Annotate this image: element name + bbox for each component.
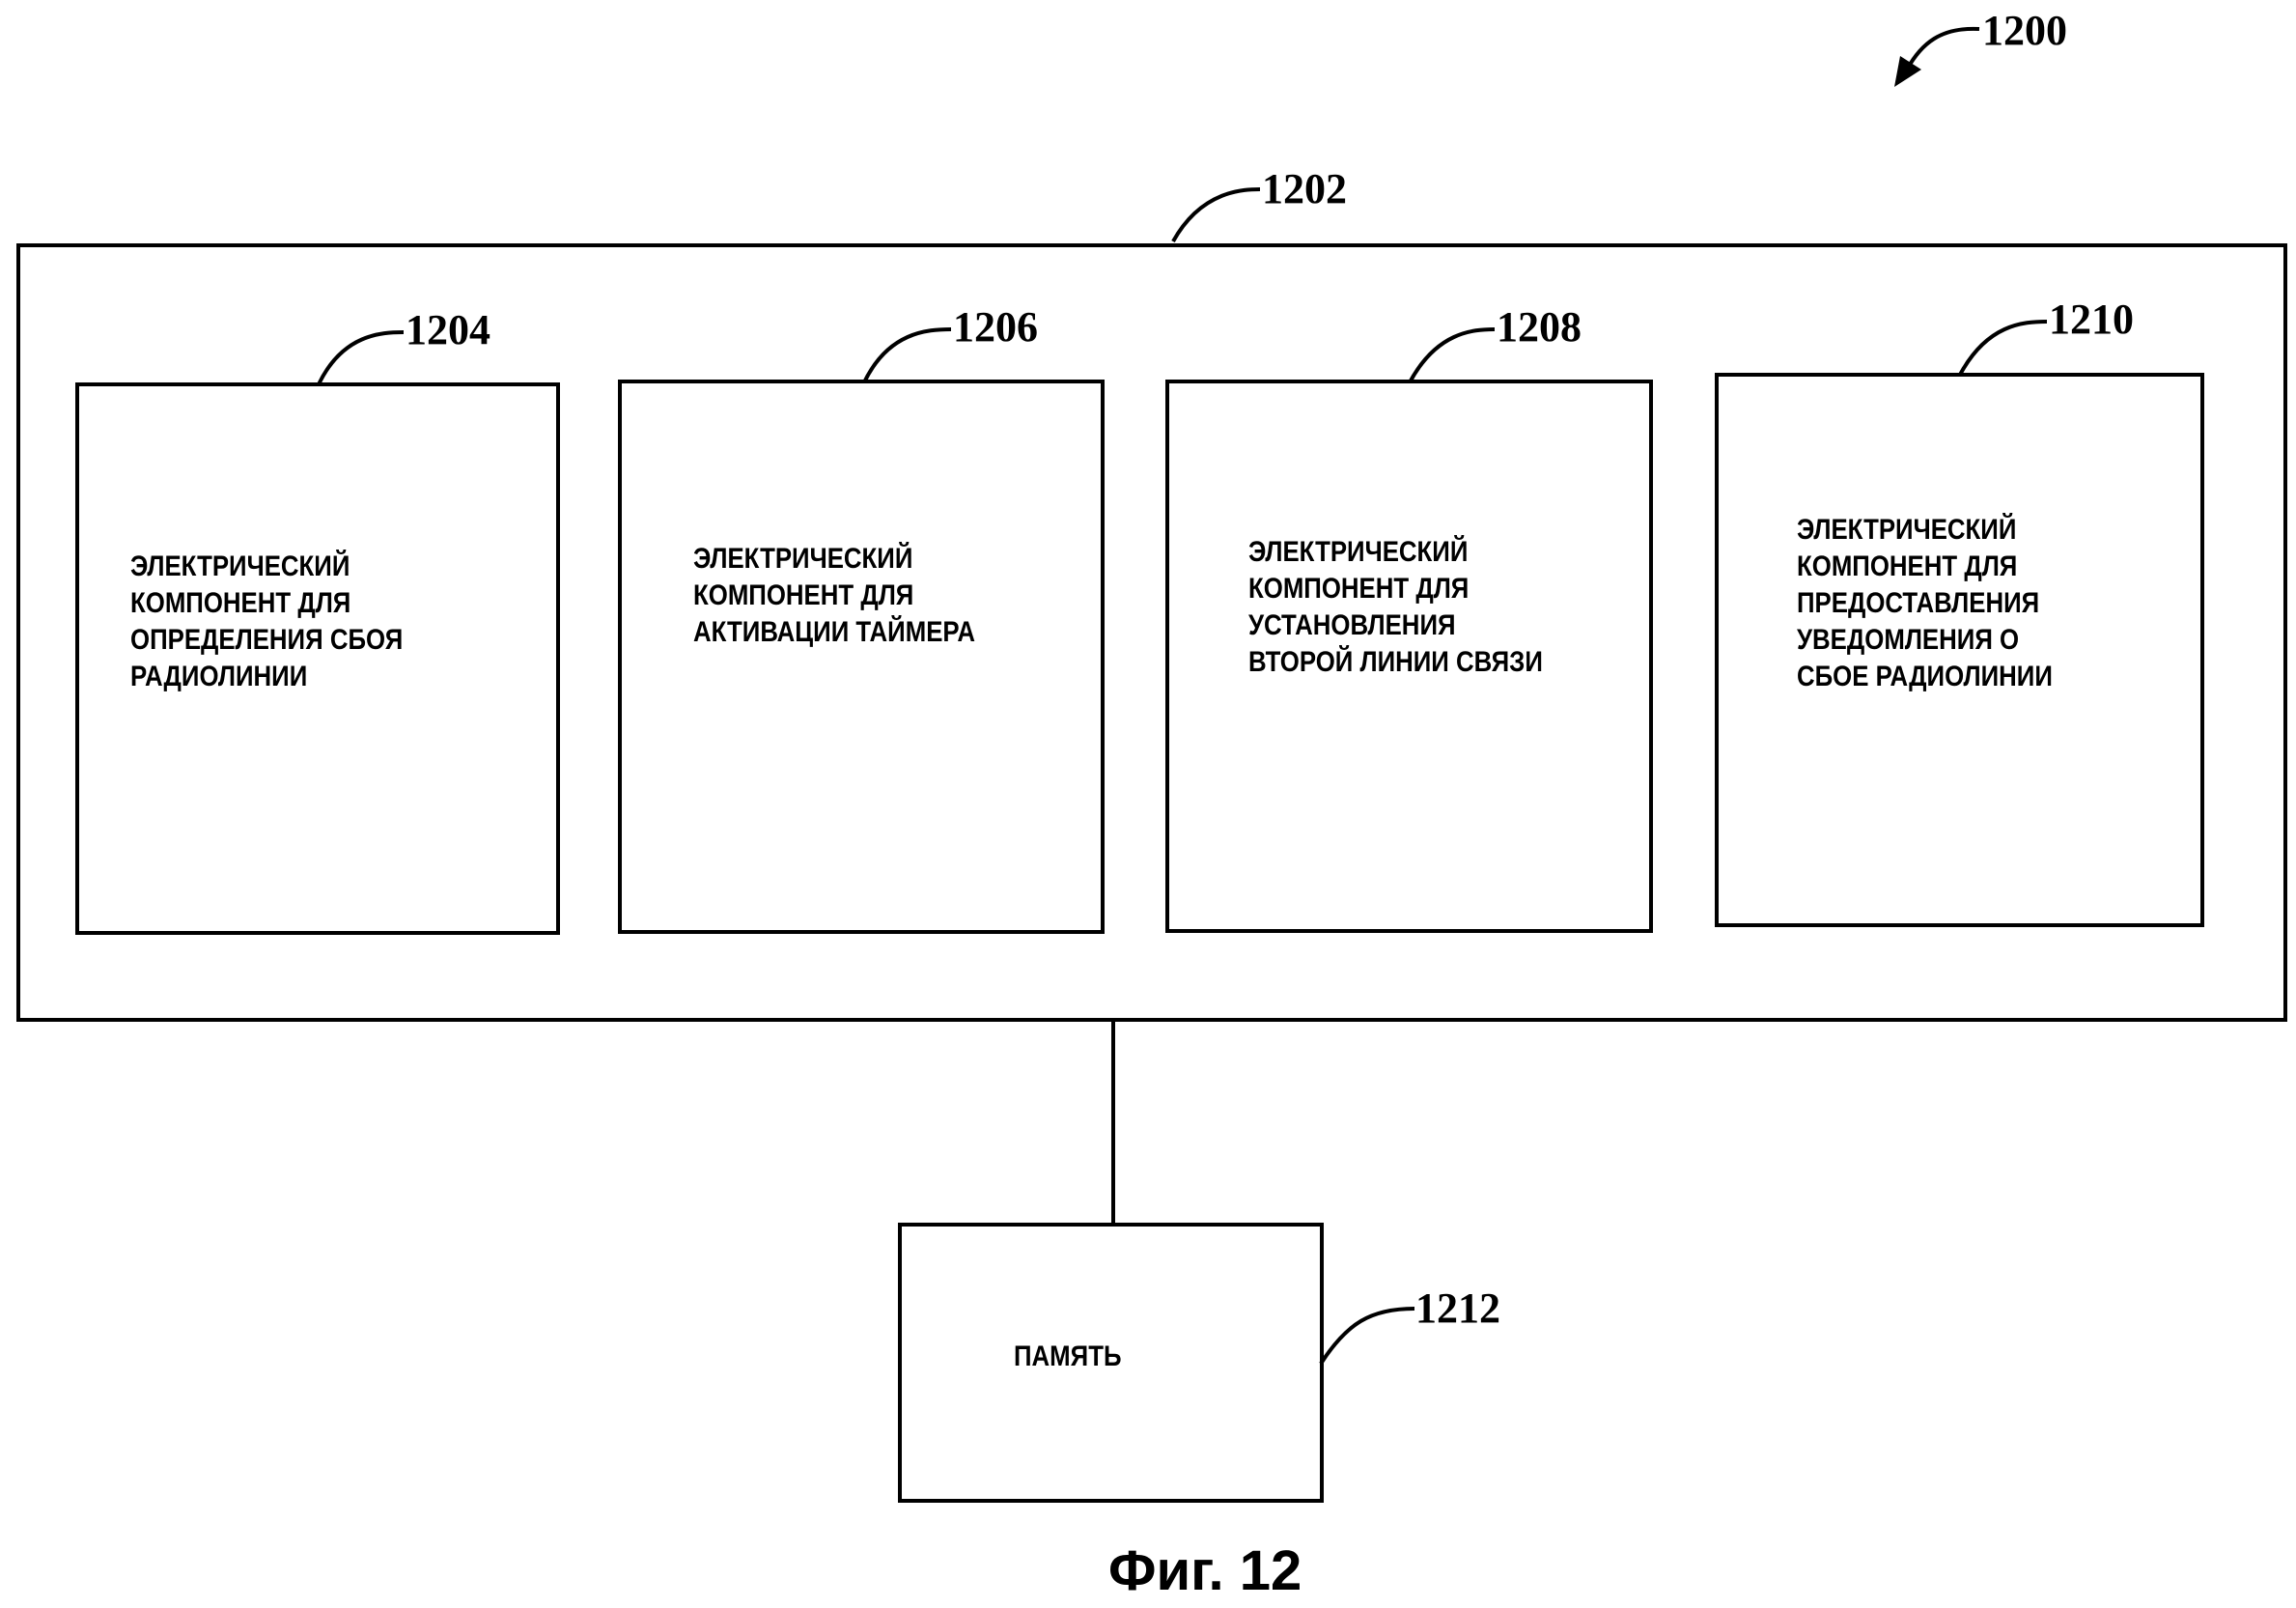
component-1208-box	[1165, 380, 1653, 933]
memory-ref: 1212	[1415, 1284, 1500, 1332]
component-1204-ref: 1204	[406, 306, 490, 353]
outer-block-leader	[1171, 187, 1261, 242]
component-1208-leader	[1408, 327, 1496, 383]
component-1208-label: ЭЛЕКТРИЧЕСКИЙ КОМПОНЕНТ ДЛЯ УСТАНОВЛЕНИЯ…	[1248, 536, 1543, 678]
figure-ref-arrowhead	[1894, 56, 1921, 87]
component-1210-label: ЭЛЕКТРИЧЕСКИЙ КОМПОНЕНТ ДЛЯ ПРЕДОСТАВЛЕН…	[1797, 514, 2053, 692]
figure-ref: 1200	[1982, 7, 2067, 54]
outer-block	[16, 243, 2287, 1022]
memory-label: ПАМЯТЬ	[1014, 1340, 1122, 1372]
component-1210-box	[1715, 373, 2204, 927]
memory-leader	[1319, 1307, 1415, 1366]
component-1204-leader	[317, 330, 405, 385]
outer-block-ref: 1202	[1262, 165, 1347, 212]
component-1206-label: ЭЛЕКТРИЧЕСКИЙ КОМПОНЕНТ ДЛЯ АКТИВАЦИИ ТА…	[693, 543, 975, 648]
component-1208-ref: 1208	[1497, 303, 1582, 351]
component-1206-box	[618, 380, 1105, 934]
component-1204-label: ЭЛЕКТРИЧЕСКИЙ КОМПОНЕНТ ДЛЯ ОПРЕДЕЛЕНИЯ …	[130, 550, 404, 692]
component-1206-ref: 1206	[953, 303, 1038, 351]
component-1204-box	[75, 382, 560, 935]
memory-box	[898, 1223, 1324, 1503]
component-1210-leader	[1958, 320, 2048, 376]
component-1206-leader	[862, 327, 952, 383]
figure-ref-arrow	[1905, 26, 1980, 71]
component-1210-ref: 1210	[2049, 296, 2134, 343]
figure-caption: Фиг. 12	[1108, 1539, 1302, 1602]
